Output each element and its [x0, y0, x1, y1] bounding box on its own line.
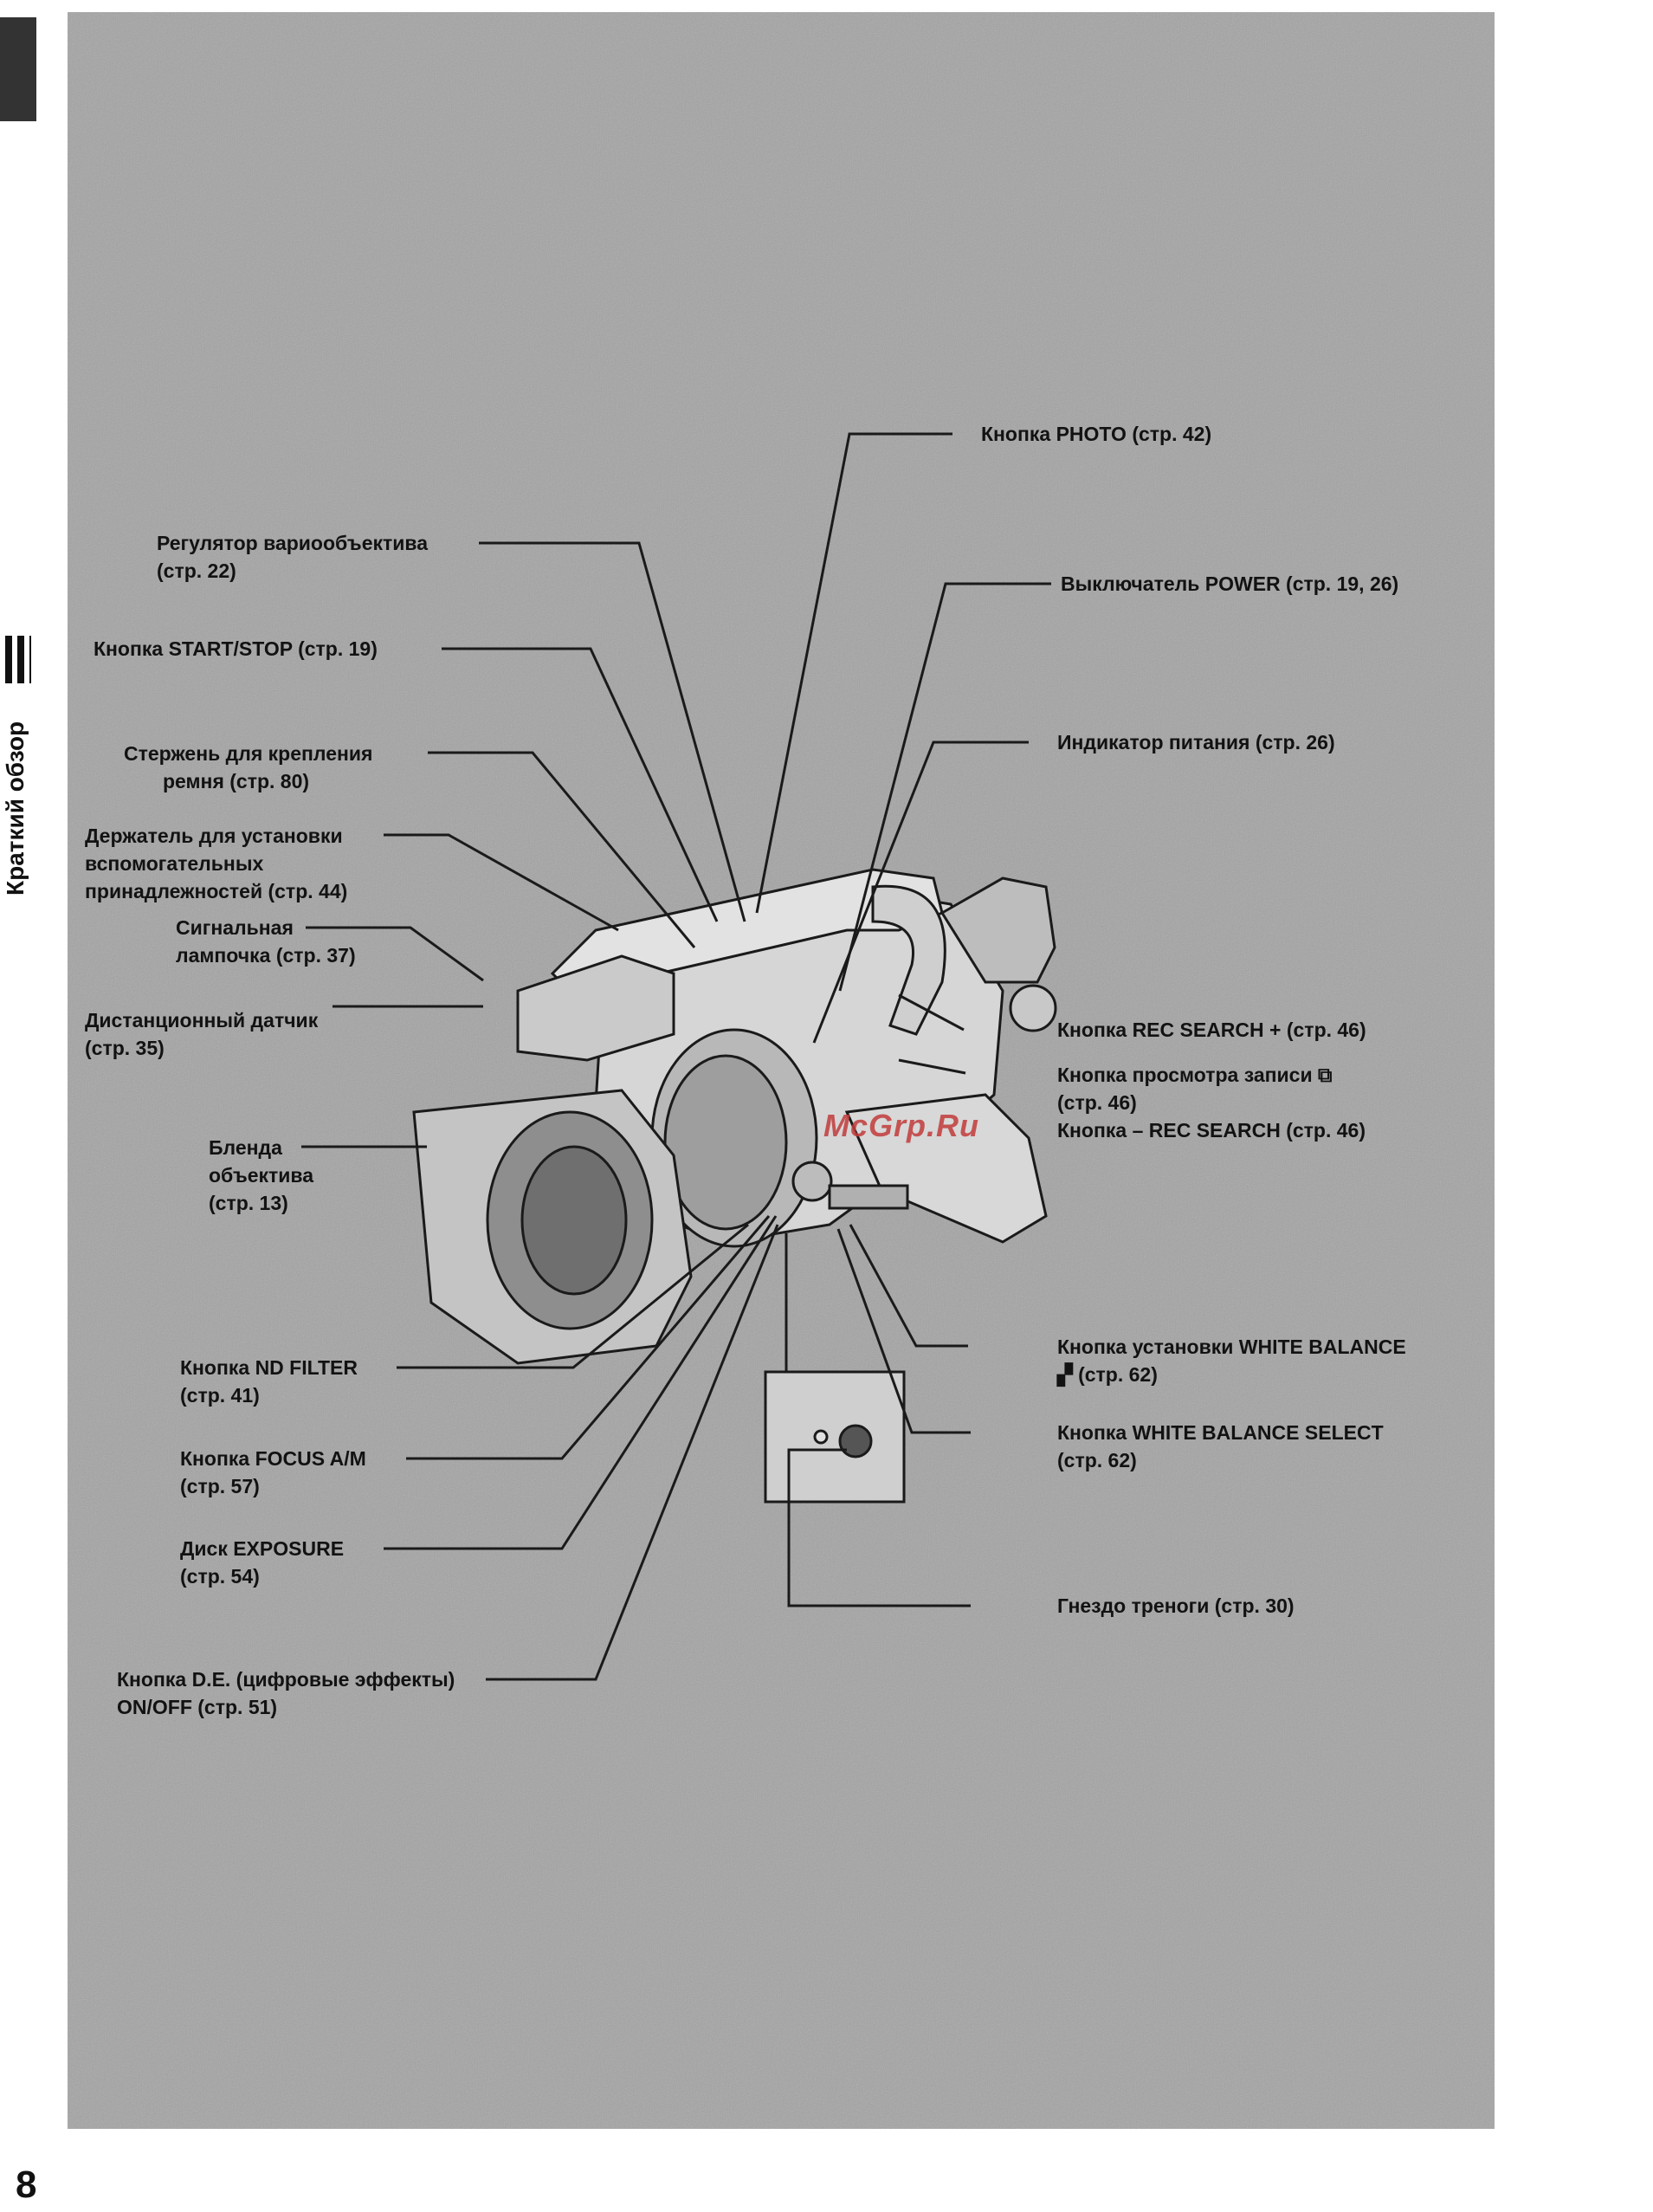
leader-power-indicator	[812, 741, 1029, 1044]
label-remote-sensor: Дистанционный датчик(стр. 35)	[85, 1009, 319, 1059]
label-wb-set-button: Кнопка установки WHITE BALANCE▞ (стр. 62…	[1057, 1336, 1406, 1386]
section-tab: Краткий обзор	[0, 636, 36, 896]
leader-wb-set	[849, 1224, 968, 1348]
leader-strap	[428, 751, 696, 948]
label-record-review-button: Кнопка просмотра записи ⧉(стр. 46)	[1057, 1064, 1333, 1114]
leader-de-button	[486, 1224, 779, 1681]
watermark: McGrp.Ru	[823, 1108, 980, 1143]
page-number: 8	[16, 2163, 37, 2206]
leader-record-review	[898, 1058, 966, 1075]
side-tab-marker	[0, 17, 36, 121]
label-power-indicator: Индикатор питания (стр. 26)	[1057, 731, 1335, 754]
label-power-switch: Выключатель POWER (стр. 19, 26)	[1061, 572, 1399, 595]
camcorder-illustration	[412, 868, 1057, 1504]
lens-glass-inner	[520, 1145, 628, 1296]
control-strip	[828, 1184, 909, 1210]
viewfinder-knob	[1009, 984, 1057, 1032]
label-rec-search-plus: Кнопка REC SEARCH + (стр. 46)	[1057, 1019, 1366, 1041]
leader-zoom	[479, 541, 746, 922]
section-bars-icon	[5, 636, 31, 683]
exposure-dial	[791, 1161, 833, 1202]
leader-power	[838, 582, 1051, 992]
leader-wb-select	[836, 1228, 971, 1434]
label-focus-button: Кнопка FOCUS A/M(стр. 57)	[180, 1447, 366, 1497]
label-photo-button: Кнопка PHOTO (стр. 42)	[981, 423, 1212, 445]
label-zoom-lever: Регулятор вариообъектива(стр. 22)	[157, 532, 429, 582]
handle-grip	[871, 884, 946, 1036]
leader-nd-filter	[397, 1223, 749, 1369]
tripod-pin	[813, 1429, 829, 1445]
leader-tripod	[787, 1448, 971, 1607]
front-sensor-block	[516, 954, 675, 1062]
leader-focus	[406, 1215, 771, 1460]
leader-accessory-shoe	[384, 833, 619, 932]
label-rec-search-minus: Кнопка – REC SEARCH (стр. 46)	[1057, 1119, 1366, 1142]
camcorder-diagram	[301, 432, 1057, 1681]
tripod-socket	[838, 1424, 873, 1458]
leader-photo	[755, 432, 952, 914]
leader-lines	[301, 432, 1051, 1681]
label-tripod-socket: Гнездо треноги (стр. 30)	[1057, 1594, 1295, 1617]
label-exposure-dial: Диск EXPOSURE(стр. 54)	[180, 1537, 345, 1588]
viewfinder	[939, 876, 1056, 984]
leader-tally	[306, 926, 484, 982]
lens-ring-inner	[663, 1054, 788, 1231]
tripod-inset	[764, 1370, 906, 1504]
label-start-stop-button: Кнопка START/STOP (стр. 19)	[94, 637, 378, 660]
illustration-panel: Кнопка PHOTO (стр. 42) Регулятор вариооб…	[68, 12, 1495, 2129]
label-nd-filter-button: Кнопка ND FILTER(стр. 41)	[180, 1356, 358, 1407]
leader-exposure	[384, 1215, 778, 1550]
section-title: Краткий обзор	[2, 721, 29, 896]
leader-start-stop	[442, 647, 719, 922]
label-wb-select-button: Кнопка WHITE BALANCE SELECT(стр. 62)	[1057, 1421, 1384, 1471]
leader-rec-search-plus	[898, 993, 965, 1032]
label-de-button: Кнопка D.E. (цифровые эффекты)ON/OFF (ст…	[117, 1668, 455, 1718]
